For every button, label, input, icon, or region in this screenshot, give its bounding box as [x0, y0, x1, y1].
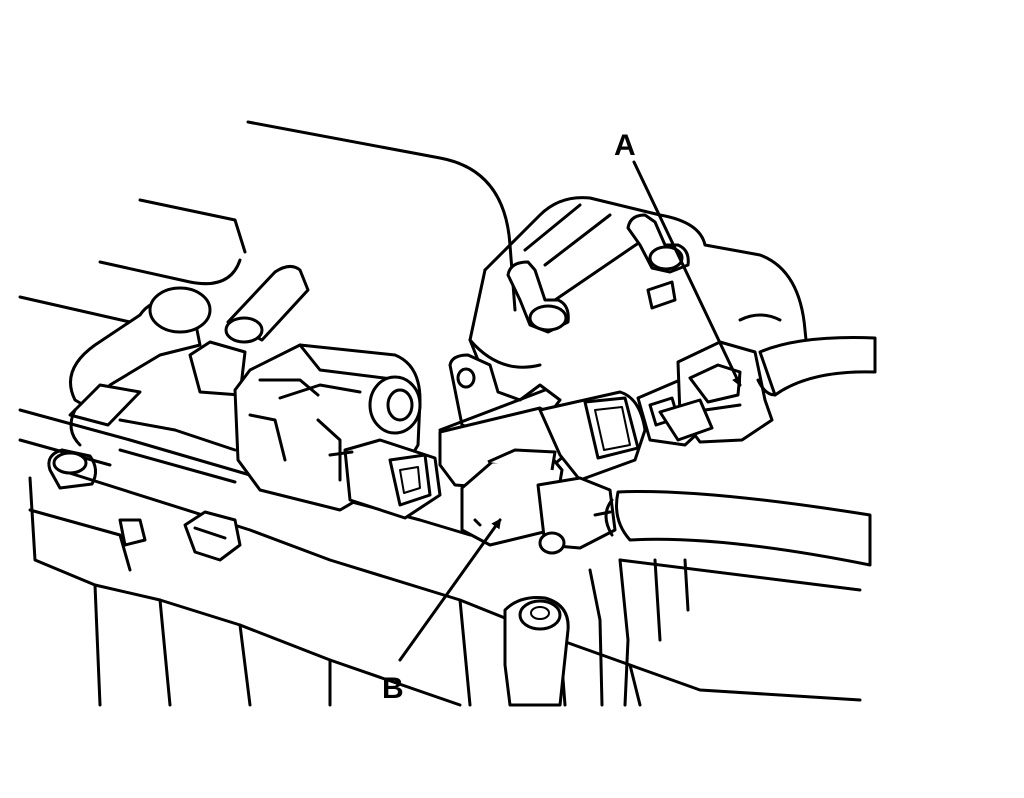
wire-harness	[604, 336, 877, 567]
hoses	[68, 265, 310, 484]
sensor-body	[233, 343, 442, 520]
callout-label-a: A	[614, 129, 636, 162]
upper-housing	[468, 196, 810, 369]
leader-line-a	[632, 160, 742, 387]
connector-b	[438, 390, 647, 555]
connector-a	[636, 340, 774, 447]
lower-fittings	[118, 510, 690, 707]
callout-label-b: B	[382, 672, 404, 705]
leader-line-b	[398, 518, 502, 662]
